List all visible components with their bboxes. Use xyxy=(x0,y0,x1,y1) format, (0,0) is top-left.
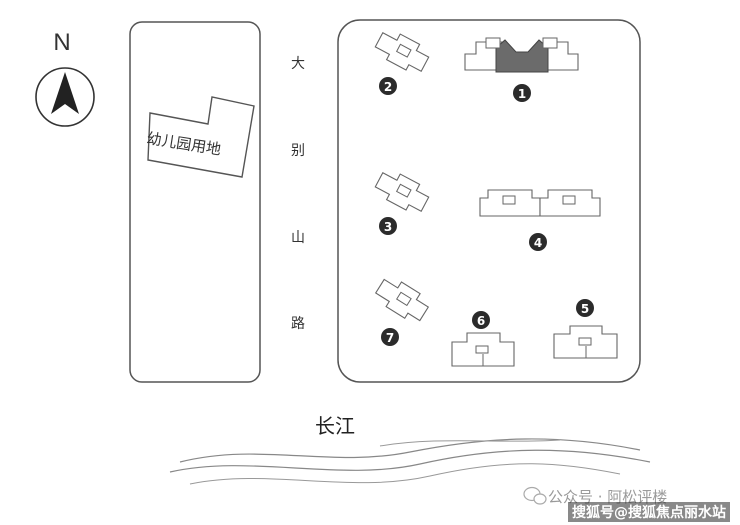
building-6-number: 6 xyxy=(477,314,485,328)
building-2-number: 2 xyxy=(384,80,392,94)
building-2: 2 xyxy=(374,31,430,95)
building-5-number: 5 xyxy=(581,302,589,316)
river: 长江 xyxy=(169,414,651,485)
river-label: 长江 xyxy=(315,414,355,438)
building-1-stair-east xyxy=(542,37,558,49)
compass-ring xyxy=(35,67,95,127)
building-4: 4 xyxy=(479,189,601,251)
compass: N xyxy=(35,29,95,127)
building-4-core-west xyxy=(502,195,516,205)
building-2-marker xyxy=(379,77,397,95)
building-3-marker xyxy=(379,217,397,235)
watermark-wechat: 公众号 · 阿松评楼 xyxy=(548,488,668,506)
building-3: 3 xyxy=(374,171,430,235)
kindergarten-boundary xyxy=(129,21,261,383)
building-7-marker xyxy=(381,328,399,346)
north-arrow-icon xyxy=(51,72,79,114)
river-wave-2 xyxy=(169,449,651,473)
building-4-number: 4 xyxy=(534,236,542,250)
building-7-core xyxy=(396,291,412,307)
wechat-logo-icon xyxy=(523,486,547,505)
building-4-core-east xyxy=(562,195,576,205)
compass-north-letter: N xyxy=(53,29,70,56)
building-5-marker xyxy=(576,299,594,317)
river-wave-1 xyxy=(179,438,641,463)
kindergarten-parcel: 幼儿园用地 xyxy=(129,21,261,383)
building-1: 1 xyxy=(464,37,579,102)
building-1-marker xyxy=(513,84,531,102)
watermark-sohu: 搜狐号@搜狐焦点丽水站 xyxy=(568,502,730,522)
building-1-number: 1 xyxy=(518,87,526,101)
building-6-core xyxy=(475,345,489,354)
building-3-number: 3 xyxy=(384,220,392,234)
building-7-number: 7 xyxy=(386,331,394,345)
building-1-highlighted-core xyxy=(495,39,549,73)
building-4-marker xyxy=(529,233,547,251)
residential-parcel-boundary xyxy=(337,19,641,383)
river-wave-4 xyxy=(379,439,561,447)
building-1-stair-west xyxy=(485,37,501,49)
building-5-core xyxy=(578,337,592,346)
road-label: 大 别 山 路 xyxy=(291,56,305,332)
building-6-marker xyxy=(472,311,490,329)
building-6: 6 xyxy=(451,311,515,367)
road-char-3: 山 xyxy=(291,230,305,246)
kindergarten-building-outline xyxy=(147,96,255,178)
building-2-core xyxy=(395,43,412,58)
building-5: 5 xyxy=(553,299,618,359)
road-char-1: 大 xyxy=(291,56,305,72)
building-7: 7 xyxy=(374,278,430,346)
river-wave-3 xyxy=(189,463,621,485)
building-3-core xyxy=(395,183,412,198)
road-char-2: 别 xyxy=(291,143,305,159)
road-char-4: 路 xyxy=(291,316,305,332)
